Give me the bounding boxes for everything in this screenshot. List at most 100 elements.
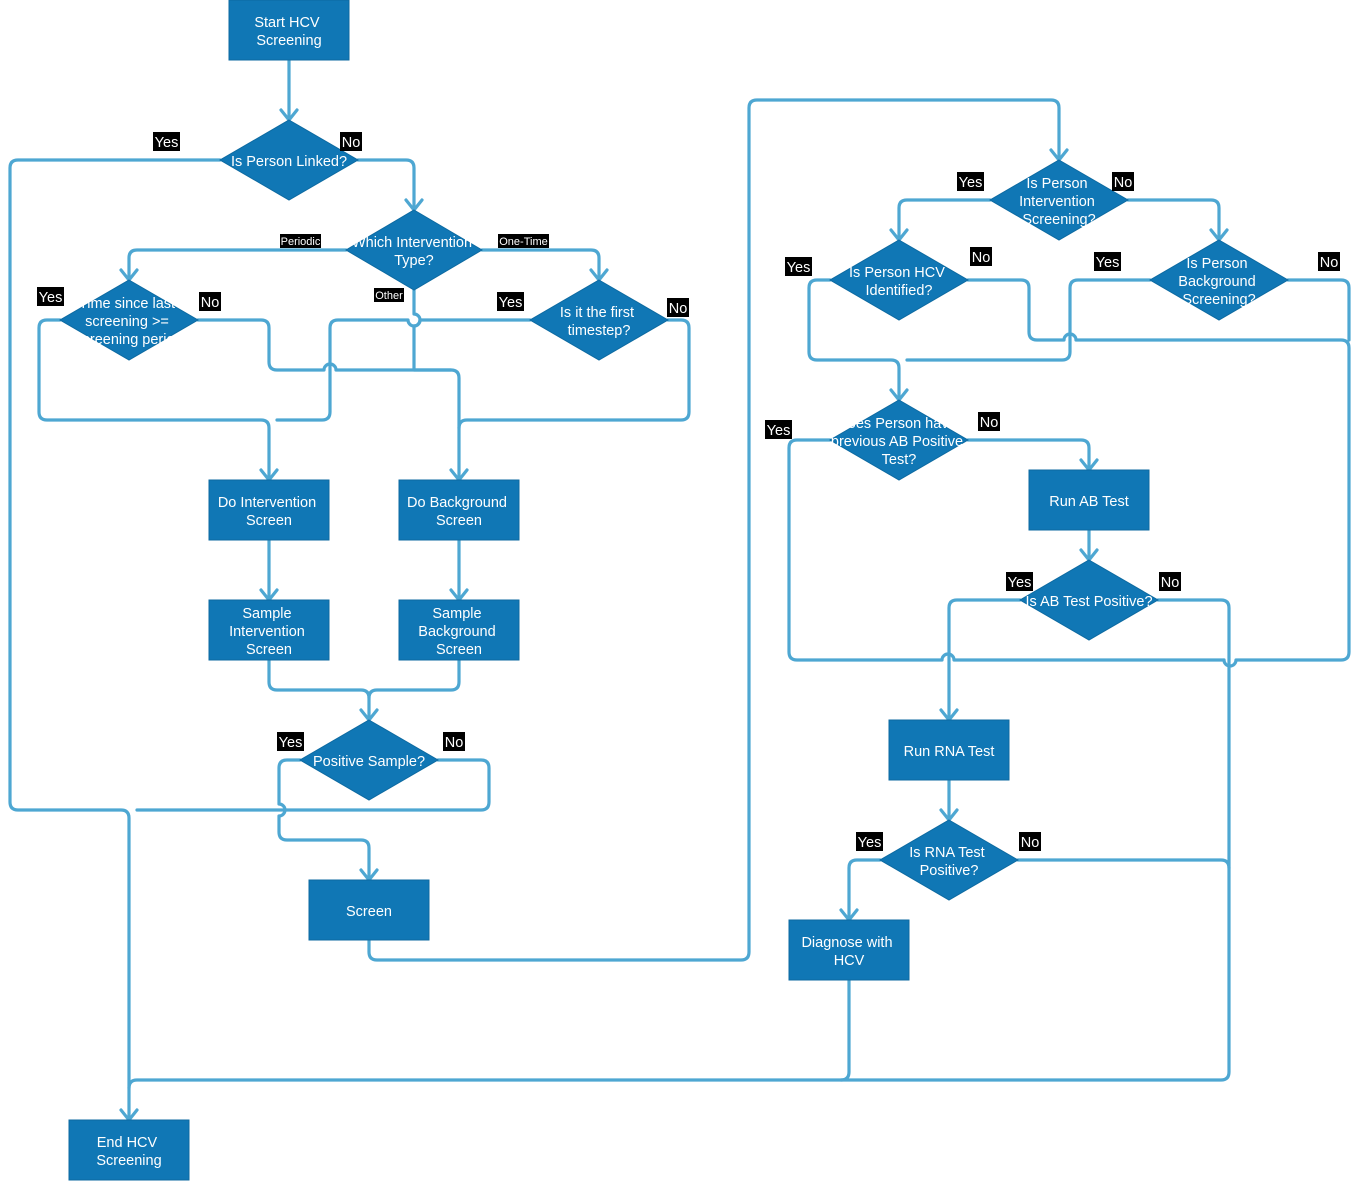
edge-label-text: Yes — [1096, 255, 1120, 271]
edge-bg-yes-to-prev — [905, 278, 1152, 362]
edge-label-text: Other — [375, 290, 403, 302]
run-ab-test-node[interactable]: Run AB Test — [1028, 469, 1150, 531]
edge-label-text: Periodic — [281, 236, 321, 248]
edge-label-no: No — [1019, 832, 1041, 851]
edge-diagnose-to-end — [839, 978, 851, 1082]
node-label-line: Screen — [346, 904, 392, 920]
edge-label-yes: Yes — [1006, 572, 1033, 591]
edge-label-text: No — [1320, 255, 1339, 271]
edge-label-other: Other — [374, 288, 404, 302]
node-label-line: Positive? — [920, 863, 979, 879]
edge-prev-yes-to-rna — [787, 438, 1226, 662]
edge-ab-yes-to-rna — [947, 598, 1022, 720]
edge-label-yes: Yes — [37, 287, 64, 306]
end-hcv-screening-node[interactable]: End HCV Screening — [68, 1119, 190, 1181]
node-label-line: Is Person — [1186, 256, 1247, 272]
node-label-line: Positive Sample? — [313, 754, 425, 770]
edge-label-one-time: One-Time — [498, 234, 549, 248]
is-rna-test-positive-decision[interactable]: Is RNA Test Positive? — [879, 819, 1019, 901]
edge-screen-to-intervention-screening — [367, 98, 1061, 962]
node-label-line: screening period — [75, 332, 182, 348]
edge-label-no: No — [1159, 572, 1181, 591]
svg-text:End HCV Screening: End HCV Screening — [96, 1135, 161, 1169]
edge-bg-no-to-end — [1286, 278, 1351, 342]
sample-background-screen-node[interactable]: Sample Background Screen — [398, 599, 520, 661]
node-label-line: Screening? — [1182, 292, 1255, 308]
is-person-linked-decision[interactable]: Is Person Linked? — [219, 119, 359, 201]
node-label-line: Background — [418, 624, 495, 640]
edge-label-no: No — [1318, 252, 1340, 271]
edge-time-no-to-background — [196, 318, 453, 372]
is-person-hcv-identified-decision[interactable]: Is Person HCV Identified? — [829, 239, 969, 321]
edge-label-yes: Yes — [785, 257, 812, 276]
svg-text:Is RNA Test Positive?: Is RNA Test Positive? — [909, 845, 989, 879]
node-label-line: Does Person have — [837, 416, 956, 432]
screen-node[interactable]: Screen — [308, 879, 430, 941]
node-label-line: End HCV — [97, 1135, 158, 1151]
edge-label-text: Yes — [959, 175, 983, 191]
node-label-line: Do Intervention — [218, 495, 316, 511]
node-label-line: Is it the first — [560, 305, 634, 321]
edge-label-no: No — [443, 732, 465, 751]
nodes: Start HCV Screening Is Person Linked? Wh… — [59, 0, 1289, 1181]
edge-label-text: No — [201, 295, 220, 311]
svg-text:Positive Sample?: Positive Sample? — [313, 754, 425, 770]
edge-positive-no-to-end — [135, 758, 491, 812]
edge-rna-no-to-end — [1016, 858, 1231, 870]
node-label-line: Is AB Test Positive? — [1025, 594, 1152, 610]
edge-label-yes: Yes — [153, 132, 180, 151]
edge-interv-yes-to-hcv — [897, 198, 992, 240]
svg-text:Is Person Linked?: Is Person Linked? — [231, 154, 347, 170]
node-label-line: Intervention — [1019, 194, 1095, 210]
is-first-timestep-decision[interactable]: Is it the first timestep? — [529, 279, 669, 361]
run-rna-test-node[interactable]: Run RNA Test — [888, 719, 1010, 781]
is-person-background-screening-decision[interactable]: Is Person Background Screening? — [1149, 239, 1289, 321]
svg-text:Is Person Intervention: Is Person Intervention Screening? — [1019, 176, 1099, 228]
edge-hcv-no-to-end — [966, 278, 1351, 668]
do-intervention-screen-node[interactable]: Do Intervention Screen — [208, 479, 330, 541]
node-label-line: Time since last — [79, 296, 175, 312]
start-hcv-screening-node[interactable]: Start HCV Screening — [228, 0, 350, 61]
edge-label-no: No — [667, 298, 689, 317]
edge-label-yes: Yes — [277, 732, 304, 751]
edge-type-other-to-background — [412, 288, 461, 480]
edge-time-yes-to-intervention — [37, 318, 271, 480]
edge-label-yes: Yes — [957, 172, 984, 191]
edge-label-text: No — [972, 250, 991, 266]
positive-sample-decision[interactable]: Positive Sample? — [299, 719, 439, 801]
edge-label-text: No — [1161, 575, 1180, 591]
is-ab-test-positive-decision[interactable]: Is AB Test Positive? — [1019, 559, 1159, 641]
time-since-last-screening-decision[interactable]: Time since last screening >= screening p… — [59, 279, 199, 361]
edge-label-text: No — [445, 735, 464, 751]
svg-text:Do Intervention Screen: Do Intervention Screen — [218, 495, 320, 529]
edge-type-onetime-to-first — [480, 248, 601, 280]
is-person-intervention-screening-decision[interactable]: Is Person Intervention Screening? — [989, 159, 1129, 241]
do-background-screen-node[interactable]: Do Background Screen — [398, 479, 520, 541]
previous-ab-positive-decision[interactable]: Does Person have previous AB Positive Te… — [829, 399, 969, 481]
svg-text:Is AB Test Positive?: Is AB Test Positive? — [1025, 594, 1152, 610]
edge-label-text: No — [1021, 835, 1040, 851]
edge-prev-no-to-ab — [966, 438, 1091, 470]
svg-text:Start HCV Screening: Start HCV Screening — [254, 15, 323, 49]
node-label-line: Is Person HCV — [849, 265, 945, 281]
svg-text:Sample Intervention: Sample Intervention Screen — [229, 606, 309, 658]
edge-label-no: No — [978, 412, 1000, 431]
edge-label-yes: Yes — [856, 832, 883, 851]
edge-interv-no-to-bg — [1126, 198, 1221, 240]
node-label-line: Is Person — [1026, 176, 1087, 192]
node-label-line: Start HCV — [254, 15, 320, 31]
node-label-line: Diagnose with — [801, 935, 892, 951]
edge-label-text: No — [980, 415, 999, 431]
diagnose-with-hcv-node[interactable]: Diagnose with HCV — [788, 919, 910, 981]
node-label-line: Screening — [96, 1153, 161, 1169]
sample-intervention-screen-node[interactable]: Sample Intervention Screen — [208, 599, 330, 661]
node-label-line: Screen — [436, 642, 482, 658]
edge-label-text: Yes — [39, 290, 63, 306]
edge-label-no: No — [1112, 172, 1134, 191]
which-intervention-type-decision[interactable]: Which Intervention Type? — [345, 209, 483, 291]
svg-text:Run AB Test: Run AB Test — [1049, 494, 1129, 510]
node-label-line: Background — [1178, 274, 1255, 290]
edge-first-no-to-background — [457, 318, 691, 430]
node-label-line: Screen — [246, 513, 292, 529]
node-label-line: Type? — [394, 253, 434, 269]
